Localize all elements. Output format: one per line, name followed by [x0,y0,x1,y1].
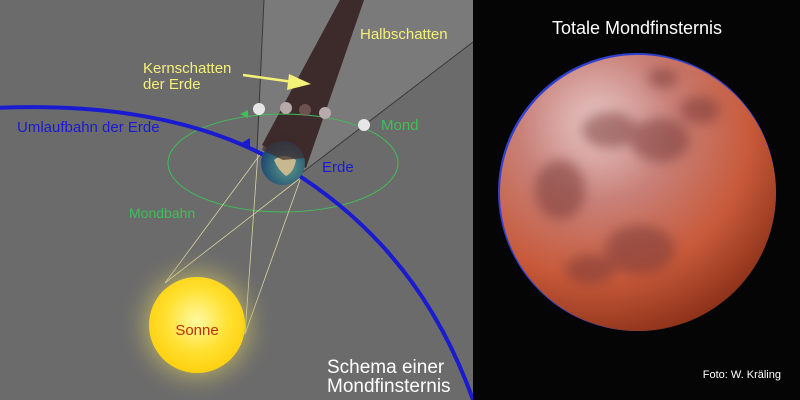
moon-orbit-ellipse [167,113,399,213]
umbra-region [262,0,364,168]
moon-position-1 [253,103,265,115]
penumbra-edge-right [302,41,473,173]
earth-orbit-arrow-icon [238,138,250,150]
earth-globe [261,134,306,185]
sun [149,277,245,373]
umbra-label-line1: Kernschatten [143,60,231,77]
moon-position-5 [358,119,370,131]
moon-position-4 [319,107,331,119]
caption-line2: Mondfinsternis [327,376,451,397]
photo-credit: Foto: W. Kräling [703,369,781,381]
penumbra-edge-left [256,0,265,151]
umbra-label-line2: der Erde [143,76,201,93]
earth-label: Erde [322,159,354,176]
caption-line1: Schema einer [327,357,445,378]
moon-position-2 [280,102,292,114]
earth-orbit-label: Umlaufbahn der Erde [17,119,160,136]
eclipse-photo-panel: Totale Mondfinsternis Foto: W. Kräling [473,0,800,400]
moon-orbit-label: Mondbahn [129,205,195,221]
moon-maria [535,68,720,285]
orbit-direction-arrow-icon [240,110,248,118]
eclipse-schema-panel: Halbschatten Kernschatten der Erde Mond … [0,0,473,400]
penumbra-label: Halbschatten [360,26,448,43]
photo-title: Totale Mondfinsternis [552,18,722,38]
sun-label: Sonne [175,322,218,339]
umbra-pointer-arrow-icon [242,73,311,90]
moon-label: Mond [381,117,419,134]
moon-position-3 [299,104,311,116]
